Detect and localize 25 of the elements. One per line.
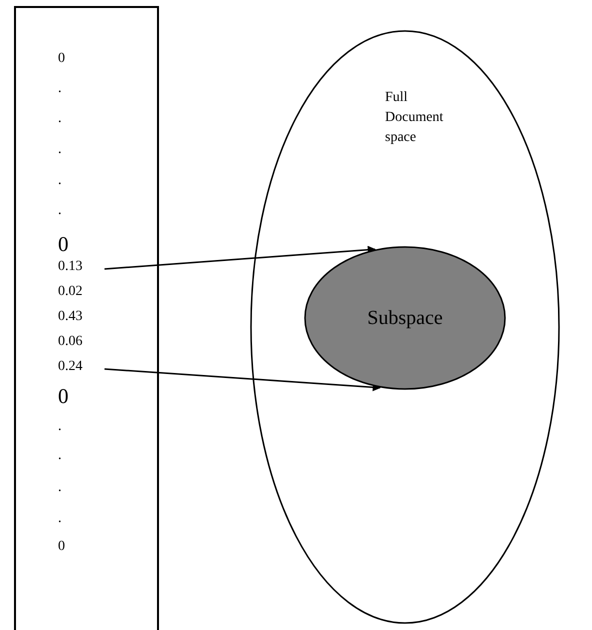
vector-value: .: [58, 174, 62, 188]
vector-value: 0: [58, 540, 65, 554]
vector-value: 0.43: [58, 310, 82, 324]
vector-box: [14, 6, 159, 630]
vector-value: .: [58, 512, 62, 526]
vector-value: 0.06: [58, 335, 82, 349]
vector-value: 0: [58, 52, 65, 66]
vector-value: 0.24: [58, 360, 82, 374]
space-label: Full Document space: [385, 89, 444, 147]
subspace-label: Subspace: [366, 307, 444, 329]
vector-value: .: [58, 204, 62, 218]
vector-value: .: [58, 420, 62, 434]
vector-value: .: [58, 112, 62, 126]
subspace-ellipse: [304, 246, 506, 390]
arrow: [104, 368, 381, 392]
vector-value: .: [58, 449, 62, 463]
arrow: [104, 246, 376, 270]
vector-value: .: [58, 481, 62, 495]
document-space-ellipse: [250, 30, 560, 624]
vector-value: .: [58, 82, 62, 96]
vector-value: 0.02: [58, 285, 82, 299]
vector-value: 0.13: [58, 260, 82, 274]
vector-value: 0: [58, 386, 68, 407]
vector-value: .: [58, 143, 62, 157]
vector-value: 0: [58, 234, 68, 255]
